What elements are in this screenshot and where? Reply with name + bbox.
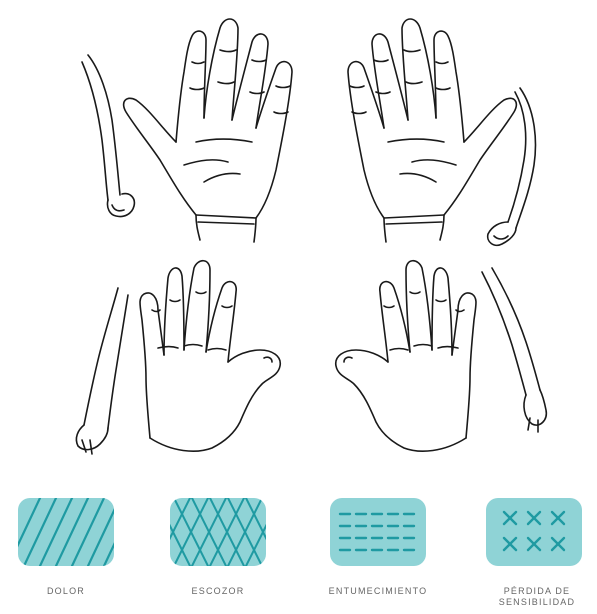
entumecimiento-swatch xyxy=(330,498,426,566)
right-arm-side-view xyxy=(488,88,536,245)
dolor-swatch xyxy=(18,498,114,566)
right-palm-drawing xyxy=(348,19,516,242)
perdida-sensibilidad-label: PÉRDIDA DE SENSIBILIDAD xyxy=(477,586,597,608)
hands-illustration xyxy=(0,0,597,470)
symptom-legend: DOLOR ESCOZOR ENTUMECIMIENTO PÉRDIDA DE … xyxy=(0,488,597,614)
escozor-swatch xyxy=(170,498,266,566)
entumecimiento-label: ENTUMECIMIENTO xyxy=(318,586,438,597)
right-forearm-back-view xyxy=(482,268,546,432)
left-forearm-back-view xyxy=(76,288,128,454)
dolor-label: DOLOR xyxy=(6,586,126,597)
left-palm-drawing xyxy=(124,19,292,242)
left-arm-side-view xyxy=(82,55,134,217)
right-back-of-hand-drawing xyxy=(336,261,476,451)
left-back-of-hand-drawing xyxy=(140,261,280,451)
escozor-label: ESCOZOR xyxy=(158,586,278,597)
perdida-sensibilidad-swatch xyxy=(486,498,582,566)
